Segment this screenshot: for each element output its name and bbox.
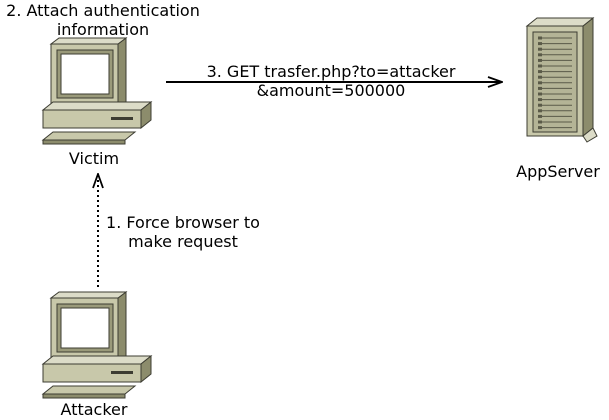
attacker-label: Attacker [60, 400, 128, 419]
force-request-label-line2: make request [128, 232, 238, 251]
appserver-label: AppServer [516, 162, 600, 181]
force-request-label: 1. Force browser to make request [100, 213, 266, 251]
get-request-label-line1: 3. GET trasfer.php?to=attacker [206, 62, 456, 81]
attach-auth-label: 2. Attach authentication information [0, 1, 206, 39]
attacker-computer-icon [42, 291, 152, 399]
get-request-label: 3. GET trasfer.php?to=attacker &amount=5… [196, 62, 466, 100]
force-request-label-line1: 1. Force browser to [106, 213, 260, 232]
attach-auth-label-line1: 2. Attach authentication [6, 1, 200, 20]
get-request-label-line2: &amount=500000 [256, 81, 406, 100]
victim-computer-icon [42, 37, 152, 145]
appserver-tower-icon [526, 17, 598, 143]
victim-label: Victim [68, 149, 120, 168]
attach-auth-label-line2: information [56, 20, 150, 39]
